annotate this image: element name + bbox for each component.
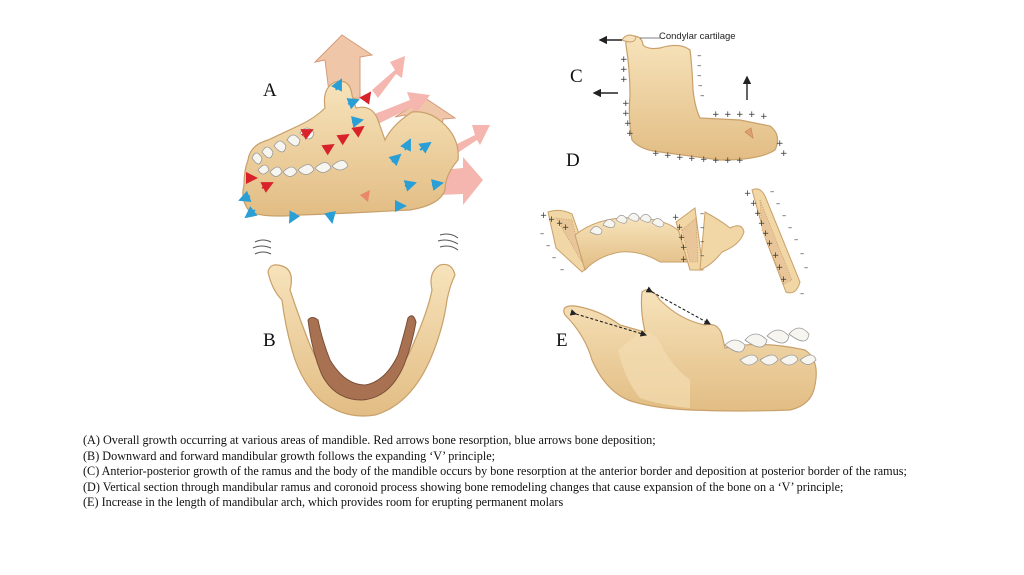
growth-arrow-back	[372, 56, 405, 98]
svg-text:+: +	[700, 155, 708, 165]
svg-text:+: +	[664, 151, 672, 161]
panel-label-c: C	[570, 66, 583, 87]
condylar-cartilage-label: Condylar cartilage	[659, 31, 736, 42]
svg-text:+: +	[680, 255, 687, 265]
caption-line-a: (A) Overall growth occurring at various …	[83, 433, 656, 447]
section-arch	[574, 217, 691, 271]
svg-text:+: +	[626, 129, 634, 139]
svg-text:+: +	[760, 112, 768, 122]
mandible-b-inner	[307, 315, 417, 401]
svg-text:–: –	[700, 209, 704, 219]
svg-text:–: –	[697, 51, 702, 61]
svg-text:–: –	[560, 265, 564, 275]
growth-arrow-back-4	[440, 157, 483, 205]
svg-text:+: +	[622, 109, 630, 119]
svg-text:+: +	[688, 154, 696, 164]
mandible-b-outer	[267, 263, 456, 417]
svg-text:+: +	[776, 139, 784, 149]
panel-c-ramus: +++ ++++ ++++ ++++ +++++ ++ –––––	[592, 34, 788, 166]
svg-text:–: –	[782, 211, 786, 221]
svg-text:+: +	[712, 110, 720, 120]
svg-text:+: +	[620, 75, 628, 85]
svg-text:+: +	[676, 153, 684, 163]
svg-text:+: +	[548, 215, 555, 225]
svg-text:+: +	[762, 229, 769, 239]
svg-text:–: –	[700, 237, 704, 247]
svg-text:+: +	[556, 219, 563, 229]
svg-text:+: +	[754, 209, 761, 219]
svg-text:–: –	[800, 249, 804, 259]
svg-text:–: –	[804, 263, 808, 273]
svg-text:+: +	[724, 156, 732, 166]
panel-e-mandible	[563, 286, 817, 412]
svg-text:+: +	[780, 149, 788, 159]
svg-text:–: –	[698, 81, 703, 91]
mandible-growth-illustration: +++ ++++ ++++ ++++ +++++ ++ ––––– ++++ –…	[238, 34, 817, 417]
svg-text:+: +	[680, 243, 687, 253]
svg-text:+: +	[776, 263, 783, 273]
svg-text:+: +	[622, 99, 630, 109]
svg-text:+: +	[744, 189, 751, 199]
section-coronoid	[699, 211, 745, 271]
svg-text:+: +	[562, 223, 569, 233]
panel-d-sections: ++++ –––– +++++ –––– +++++++++ ––––––––	[540, 187, 808, 299]
svg-text:–: –	[700, 223, 704, 233]
caption-line-d: (D) Vertical section through mandibular …	[83, 479, 844, 494]
svg-text:+: +	[736, 156, 744, 166]
mandible-c	[625, 35, 779, 161]
growth-arrow-back-2	[372, 92, 430, 124]
svg-text:–: –	[794, 235, 798, 245]
svg-text:–: –	[700, 91, 705, 101]
caption-line-e: (E) Increase in the length of mandibular…	[83, 495, 564, 510]
svg-text:–: –	[540, 229, 544, 239]
svg-text:+: +	[624, 119, 632, 129]
svg-text:+: +	[676, 223, 683, 233]
svg-text:–: –	[770, 187, 774, 197]
svg-text:+: +	[758, 219, 765, 229]
svg-text:+: +	[620, 55, 628, 65]
svg-text:+: +	[750, 199, 757, 209]
panel-label-a: A	[263, 80, 277, 101]
svg-text:+: +	[540, 211, 547, 221]
svg-text:+: +	[672, 213, 679, 223]
svg-text:–: –	[776, 199, 780, 209]
svg-text:+: +	[712, 156, 720, 166]
svg-text:+: +	[678, 233, 685, 243]
svg-text:+: +	[748, 110, 756, 120]
svg-text:–: –	[800, 289, 804, 299]
svg-text:+: +	[724, 110, 732, 120]
svg-text:–: –	[697, 61, 702, 71]
panel-label-e: E	[556, 330, 568, 351]
svg-text:+: +	[736, 110, 744, 120]
svg-text:–: –	[788, 223, 792, 233]
caption-line-c: (C) Anterior-posterior growth of the ram…	[83, 464, 907, 479]
panel-label-b: B	[263, 330, 276, 351]
panel-label-d: D	[566, 150, 580, 171]
svg-text:–: –	[552, 253, 556, 263]
growth-arrow-up-back	[313, 34, 374, 101]
panel-a-mandible	[238, 34, 490, 224]
svg-text:–: –	[546, 241, 550, 251]
panel-b-arch	[252, 233, 459, 417]
svg-text:+: +	[772, 251, 779, 261]
svg-text:+: +	[780, 275, 787, 285]
svg-text:+: +	[620, 65, 628, 75]
svg-text:–: –	[697, 71, 702, 81]
figure-caption: (A) Overall growth occurring at various …	[83, 433, 983, 511]
svg-text:+: +	[652, 149, 660, 159]
svg-text:–: –	[700, 251, 704, 261]
svg-text:+: +	[766, 239, 773, 249]
caption-line-b: (B) Downward and forward mandibular grow…	[83, 448, 496, 463]
